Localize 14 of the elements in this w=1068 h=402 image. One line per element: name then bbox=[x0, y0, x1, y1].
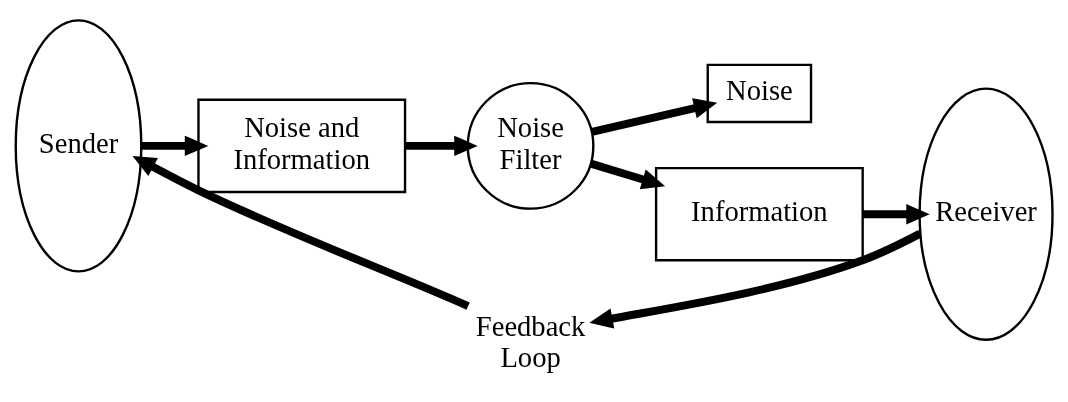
arrow bbox=[589, 229, 922, 329]
arrow bbox=[141, 135, 209, 156]
node-box: Noise and Information bbox=[197, 98, 407, 193]
arrow bbox=[862, 203, 930, 224]
arrow bbox=[589, 159, 666, 189]
node-ellipse: Receiver bbox=[918, 87, 1054, 341]
arrow bbox=[591, 97, 718, 136]
node-box: Information bbox=[654, 166, 864, 261]
node-circle: Noise Filter bbox=[466, 81, 595, 210]
arrow bbox=[405, 135, 478, 156]
node-ellipse: Sender bbox=[14, 18, 143, 273]
node-text: Feedback Loop bbox=[475, 310, 586, 373]
arrow bbox=[132, 155, 470, 310]
node-box: Noise bbox=[706, 63, 813, 123]
